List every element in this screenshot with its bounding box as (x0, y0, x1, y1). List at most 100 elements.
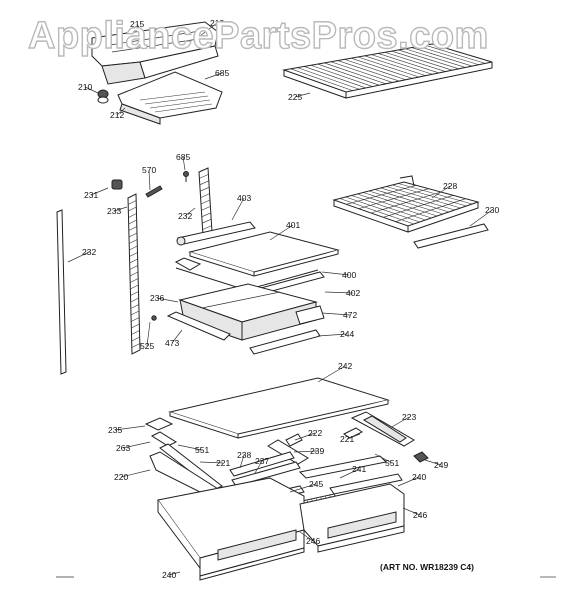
leader-c236 (156, 297, 179, 303)
leader-c228 (431, 185, 451, 199)
callout-c225: 225 (288, 92, 302, 102)
callout-c237: 237 (255, 456, 269, 466)
leader-c551b (374, 453, 393, 464)
callout-c249: 249 (434, 460, 448, 470)
crisper-drawer-left (157, 477, 305, 581)
leader-c230 (469, 209, 493, 227)
crisper-cover-glass-242 (168, 377, 390, 439)
leader-c222 (294, 432, 316, 441)
leader-c472 (321, 312, 351, 316)
slide-221-right (343, 427, 363, 439)
trim-230 (413, 223, 489, 249)
slide-238 (229, 451, 295, 477)
leader-c551a (177, 444, 203, 451)
slide-241 (298, 455, 388, 479)
callout-c238: 238 (237, 450, 251, 460)
callout-c551b: 551 (385, 458, 399, 468)
callout-c245: 245 (309, 479, 323, 489)
callout-c221b: 221 (216, 458, 230, 468)
leader-c238 (239, 454, 245, 469)
callout-c212: 212 (110, 110, 124, 120)
callout-c223: 223 (402, 412, 416, 422)
slide-222 (285, 433, 303, 447)
callout-c232a: 232 (178, 211, 192, 221)
callout-c228: 228 (443, 181, 457, 191)
leader-c220 (120, 469, 151, 478)
ladder-232-right (198, 167, 213, 237)
leader-c403 (231, 197, 245, 221)
knob-210 (97, 89, 109, 104)
callout-c239: 239 (310, 446, 324, 456)
leader-c525 (146, 321, 151, 347)
leader-c401 (269, 224, 294, 241)
slide-237 (231, 461, 301, 487)
leader-c223 (389, 416, 410, 429)
callout-c240b: 240 (162, 570, 176, 580)
bracket-263 (150, 431, 178, 447)
callout-c213: 213 (210, 18, 224, 28)
leader-c231 (90, 187, 109, 196)
crisper-cover-frame-236 (166, 283, 325, 341)
callout-c244: 244 (340, 329, 354, 339)
leader-c235 (114, 425, 146, 431)
leader-c400 (321, 271, 350, 276)
leader-c249 (424, 459, 442, 466)
crisper-drawer-right (299, 483, 405, 553)
leader-c239 (293, 450, 318, 453)
callout-c233: 233 (107, 206, 121, 216)
leader-c221b (199, 461, 224, 464)
callout-c230: 230 (485, 205, 499, 215)
leader-lines (67, 22, 493, 576)
leader-c685a (204, 72, 223, 80)
screw-570 (145, 185, 163, 198)
callout-c246a: 246 (413, 510, 427, 520)
leader-c242 (317, 365, 346, 383)
callout-c220: 220 (114, 472, 128, 482)
callout-c241: 241 (352, 464, 366, 474)
snack-pan-tray (117, 71, 223, 125)
leader-c210 (84, 86, 99, 94)
callout-c210: 210 (78, 82, 92, 92)
leader-c215a (136, 23, 143, 34)
leader-c233 (113, 206, 128, 212)
ladder-233 (127, 193, 141, 355)
screw-685 (183, 171, 189, 182)
callout-c221a: 221 (340, 434, 354, 444)
leader-c225 (294, 92, 311, 98)
callout-c525: 525 (140, 341, 154, 351)
callout-c685a: 685 (215, 68, 229, 78)
callout-c570: 570 (142, 165, 156, 175)
callout-c400: 400 (342, 270, 356, 280)
callout-c473: 473 (165, 338, 179, 348)
art-number: (ART NO. WR18239 C4) (380, 562, 474, 572)
callout-c401: 401 (286, 220, 300, 230)
callout-c472: 472 (343, 310, 357, 320)
leader-c570 (148, 169, 151, 191)
callout-c403: 403 (237, 193, 251, 203)
wire-shelf-228 (332, 175, 480, 233)
callout-c263: 263 (116, 443, 130, 453)
callout-c236: 236 (150, 293, 164, 303)
leader-c263 (122, 441, 151, 449)
leader-c221a (346, 433, 361, 440)
leader-c212 (116, 107, 126, 116)
callout-c551a: 551 (195, 445, 209, 455)
leader-c232b (67, 251, 90, 263)
leader-c402 (324, 291, 354, 294)
callout-c402: 402 (346, 288, 360, 298)
clip-231 (111, 179, 123, 190)
leader-c237 (254, 460, 263, 474)
leader-c240b (168, 571, 181, 576)
support-235 (144, 417, 174, 431)
leader-c473 (171, 329, 183, 344)
shelf-rail-232-left (56, 209, 67, 375)
callout-c242: 242 (338, 361, 352, 371)
rail-240-right (329, 473, 403, 495)
callout-c240a: 240 (412, 472, 426, 482)
leader-c246b (299, 531, 314, 542)
callout-c235: 235 (108, 425, 122, 435)
watermark: AppliancePartsPros.com (28, 15, 489, 57)
snack-pan-cover (91, 21, 219, 85)
